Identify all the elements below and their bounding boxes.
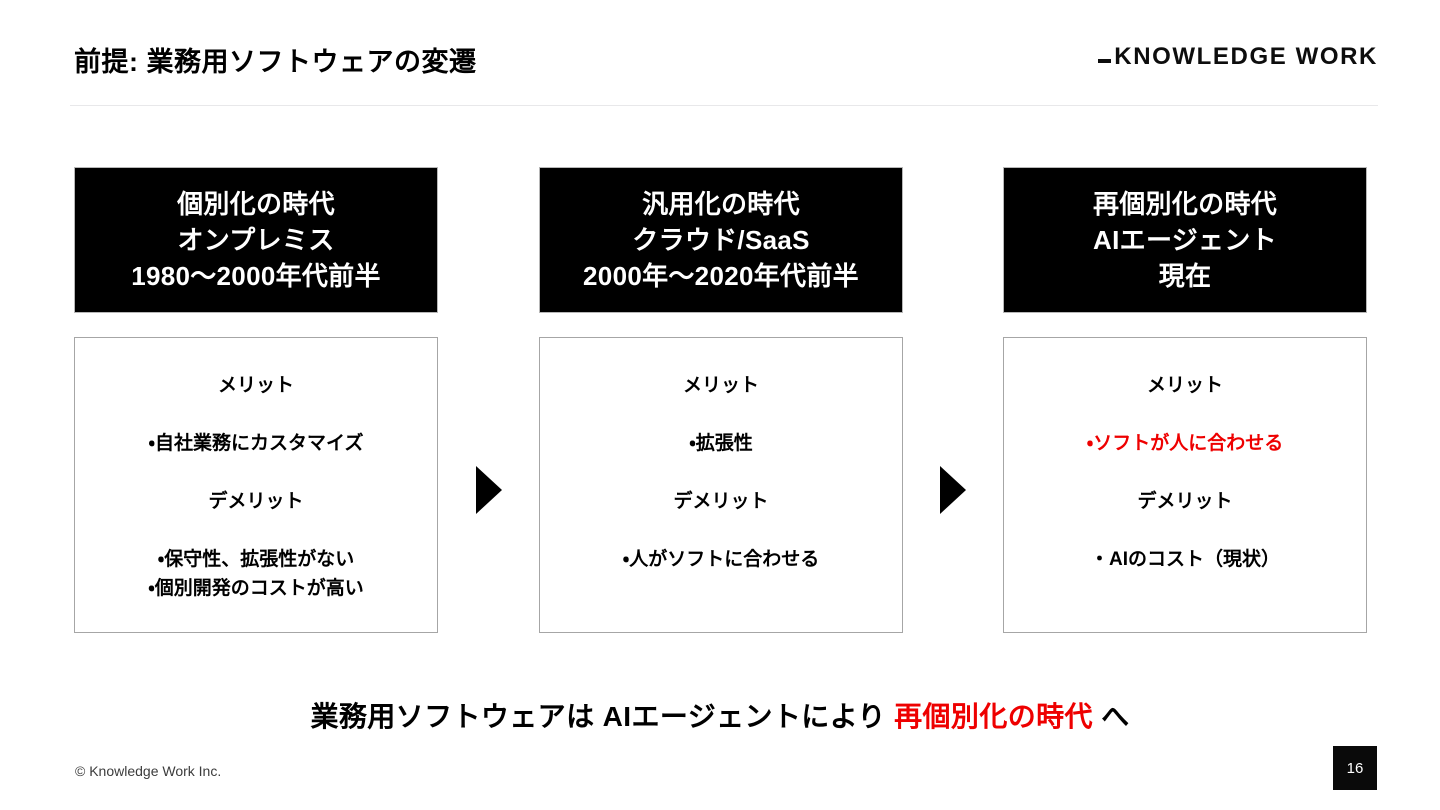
- merit-item-2-1: ・拡張性: [689, 433, 753, 454]
- era-period-3: 現在: [1158, 261, 1212, 291]
- demerit-item-1-2: ・個別開発のコストが高い: [148, 578, 364, 599]
- era-header-3: 再個別化の時代 AIエージェント 現在: [1003, 167, 1367, 313]
- era-body-1: メリット ・自社業務にカスタマイズ デメリット ・保守性、拡張性がない ・個別開…: [74, 337, 438, 633]
- arrow-right-icon-1: [476, 466, 502, 514]
- demerit-item-2-1: ・人がソフトに合わせる: [622, 549, 820, 570]
- arrow-right-icon-2: [940, 466, 966, 514]
- era-title-3: 再個別化の時代: [1092, 189, 1278, 219]
- merit-item-1-1: ・自社業務にカスタマイズ: [148, 433, 364, 454]
- demerit-label-3: デメリット: [1137, 491, 1233, 512]
- era-header-1: 個別化の時代 オンプレミス 1980〜2000年代前半: [74, 167, 438, 313]
- merit-label-2: メリット: [682, 375, 759, 396]
- era-header-2: 汎用化の時代 クラウド/SaaS 2000年〜2020年代前半: [539, 167, 903, 313]
- era-body-2: メリット ・拡張性 デメリット ・人がソフトに合わせる: [539, 337, 903, 633]
- merit-label-1: メリット: [217, 375, 294, 396]
- era-period-2: 2000年〜2020年代前半: [583, 261, 859, 291]
- era-tech-2: クラウド/SaaS: [632, 225, 810, 255]
- era-column-3: 再個別化の時代 AIエージェント 現在 メリット ・ソフトが人に合わせる デメリ…: [1003, 167, 1367, 633]
- header-divider: [70, 105, 1378, 106]
- era-title-2: 汎用化の時代: [642, 189, 800, 219]
- copyright-text: © Knowledge Work Inc.: [75, 763, 222, 779]
- conclusion-statement: 業務用ソフトウェアは AIエージェントにより 再個別化の時代 へ: [0, 695, 1440, 735]
- conclusion-highlight: 再個別化の時代: [894, 701, 1093, 732]
- era-tech-1: オンプレミス: [177, 225, 335, 255]
- era-column-1: 個別化の時代 オンプレミス 1980〜2000年代前半 メリット ・自社業務にカ…: [74, 167, 438, 633]
- era-tech-3: AIエージェント: [1093, 225, 1277, 255]
- demerit-label-1: デメリット: [208, 491, 304, 512]
- page-number-badge: 16: [1333, 746, 1377, 790]
- merit-item-3-1: ・ソフトが人に合わせる: [1086, 433, 1284, 454]
- page-title: 前提: 業務用ソフトウェアの変遷: [74, 47, 477, 77]
- conclusion-suffix: へ: [1092, 701, 1130, 732]
- demerit-item-1-1: ・保守性、拡張性がない: [157, 549, 355, 570]
- brand-logo-text: KNOWLEDGE WORK: [1114, 43, 1378, 70]
- slide-header: 前提: 業務用ソフトウェアの変遷 KNOWLEDGE WORK: [0, 0, 1440, 106]
- brand-logo: KNOWLEDGE WORK: [1098, 43, 1378, 71]
- merit-label-3: メリット: [1146, 375, 1223, 396]
- era-body-3: メリット ・ソフトが人に合わせる デメリット ・AIのコスト（現状）: [1003, 337, 1367, 633]
- demerit-label-2: デメリット: [673, 491, 769, 512]
- demerit-item-3-1: ・AIのコスト（現状）: [1089, 549, 1280, 570]
- era-column-2: 汎用化の時代 クラウド/SaaS 2000年〜2020年代前半 メリット ・拡張…: [539, 167, 903, 633]
- conclusion-prefix: 業務用ソフトウェアは AIエージェントにより: [310, 701, 895, 732]
- underscore-mark-icon: [1098, 59, 1112, 63]
- era-period-1: 1980〜2000年代前半: [131, 261, 381, 291]
- era-title-1: 個別化の時代: [177, 189, 335, 219]
